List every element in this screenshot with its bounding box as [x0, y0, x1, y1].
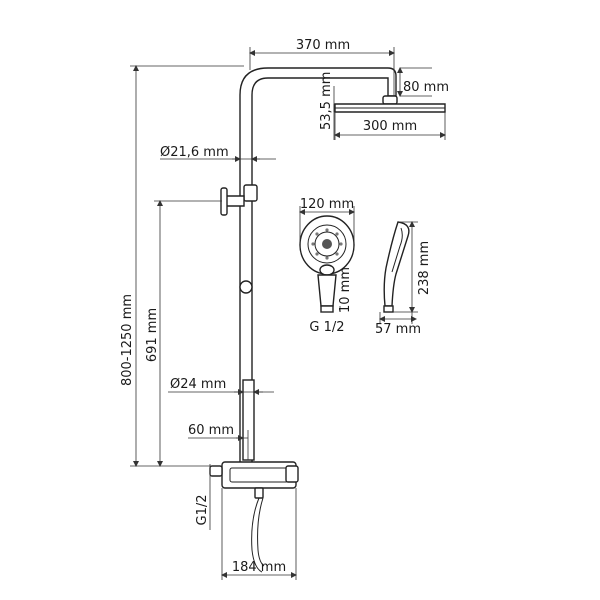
rail-pipe	[239, 67, 397, 471]
lower-pipe-diameter-label: Ø24 mm	[170, 377, 226, 392]
lower-pipe	[242, 379, 255, 461]
mixer-width-label: 184 mm	[232, 560, 286, 575]
hand-width-label: 120 mm	[300, 197, 354, 212]
rain-shower-head	[334, 95, 446, 113]
wall-offset-label: 60 mm	[188, 423, 234, 438]
ball-joint	[239, 280, 253, 294]
head-diameter-label: 300 mm	[363, 119, 417, 134]
shower-column	[220, 67, 397, 471]
wall-bracket	[225, 195, 245, 207]
hand-depth-label: 57 mm	[375, 322, 421, 337]
bracket-height-label: 691 mm	[145, 308, 160, 362]
total-height-label: 800-1250 mm	[120, 294, 135, 386]
bracket-knob	[220, 187, 228, 216]
head-thickness-label: 53,5 mm	[319, 72, 334, 130]
inlet-thread-label: G1/2	[195, 495, 210, 526]
hand-shower-front	[299, 215, 355, 313]
arm-length-label: 370 mm	[296, 38, 350, 53]
arm-height-label: 80 mm	[403, 80, 449, 95]
hand-thread-label: G 1/2	[309, 320, 344, 335]
slider-holder	[243, 184, 258, 202]
hand-neck-label: 10 mm	[338, 267, 353, 313]
hand-length-label: 238 mm	[417, 241, 432, 295]
rail-diameter-label: Ø21,6 mm	[160, 145, 229, 160]
hose	[251, 497, 263, 573]
dimension-lines	[130, 47, 446, 580]
thermostatic-mixer	[209, 461, 299, 573]
hand-shower-side	[383, 221, 410, 313]
dimension-labels: 370 mm 80 mm 53,5 mm 300 mm Ø21,6 mm 800…	[120, 38, 449, 575]
